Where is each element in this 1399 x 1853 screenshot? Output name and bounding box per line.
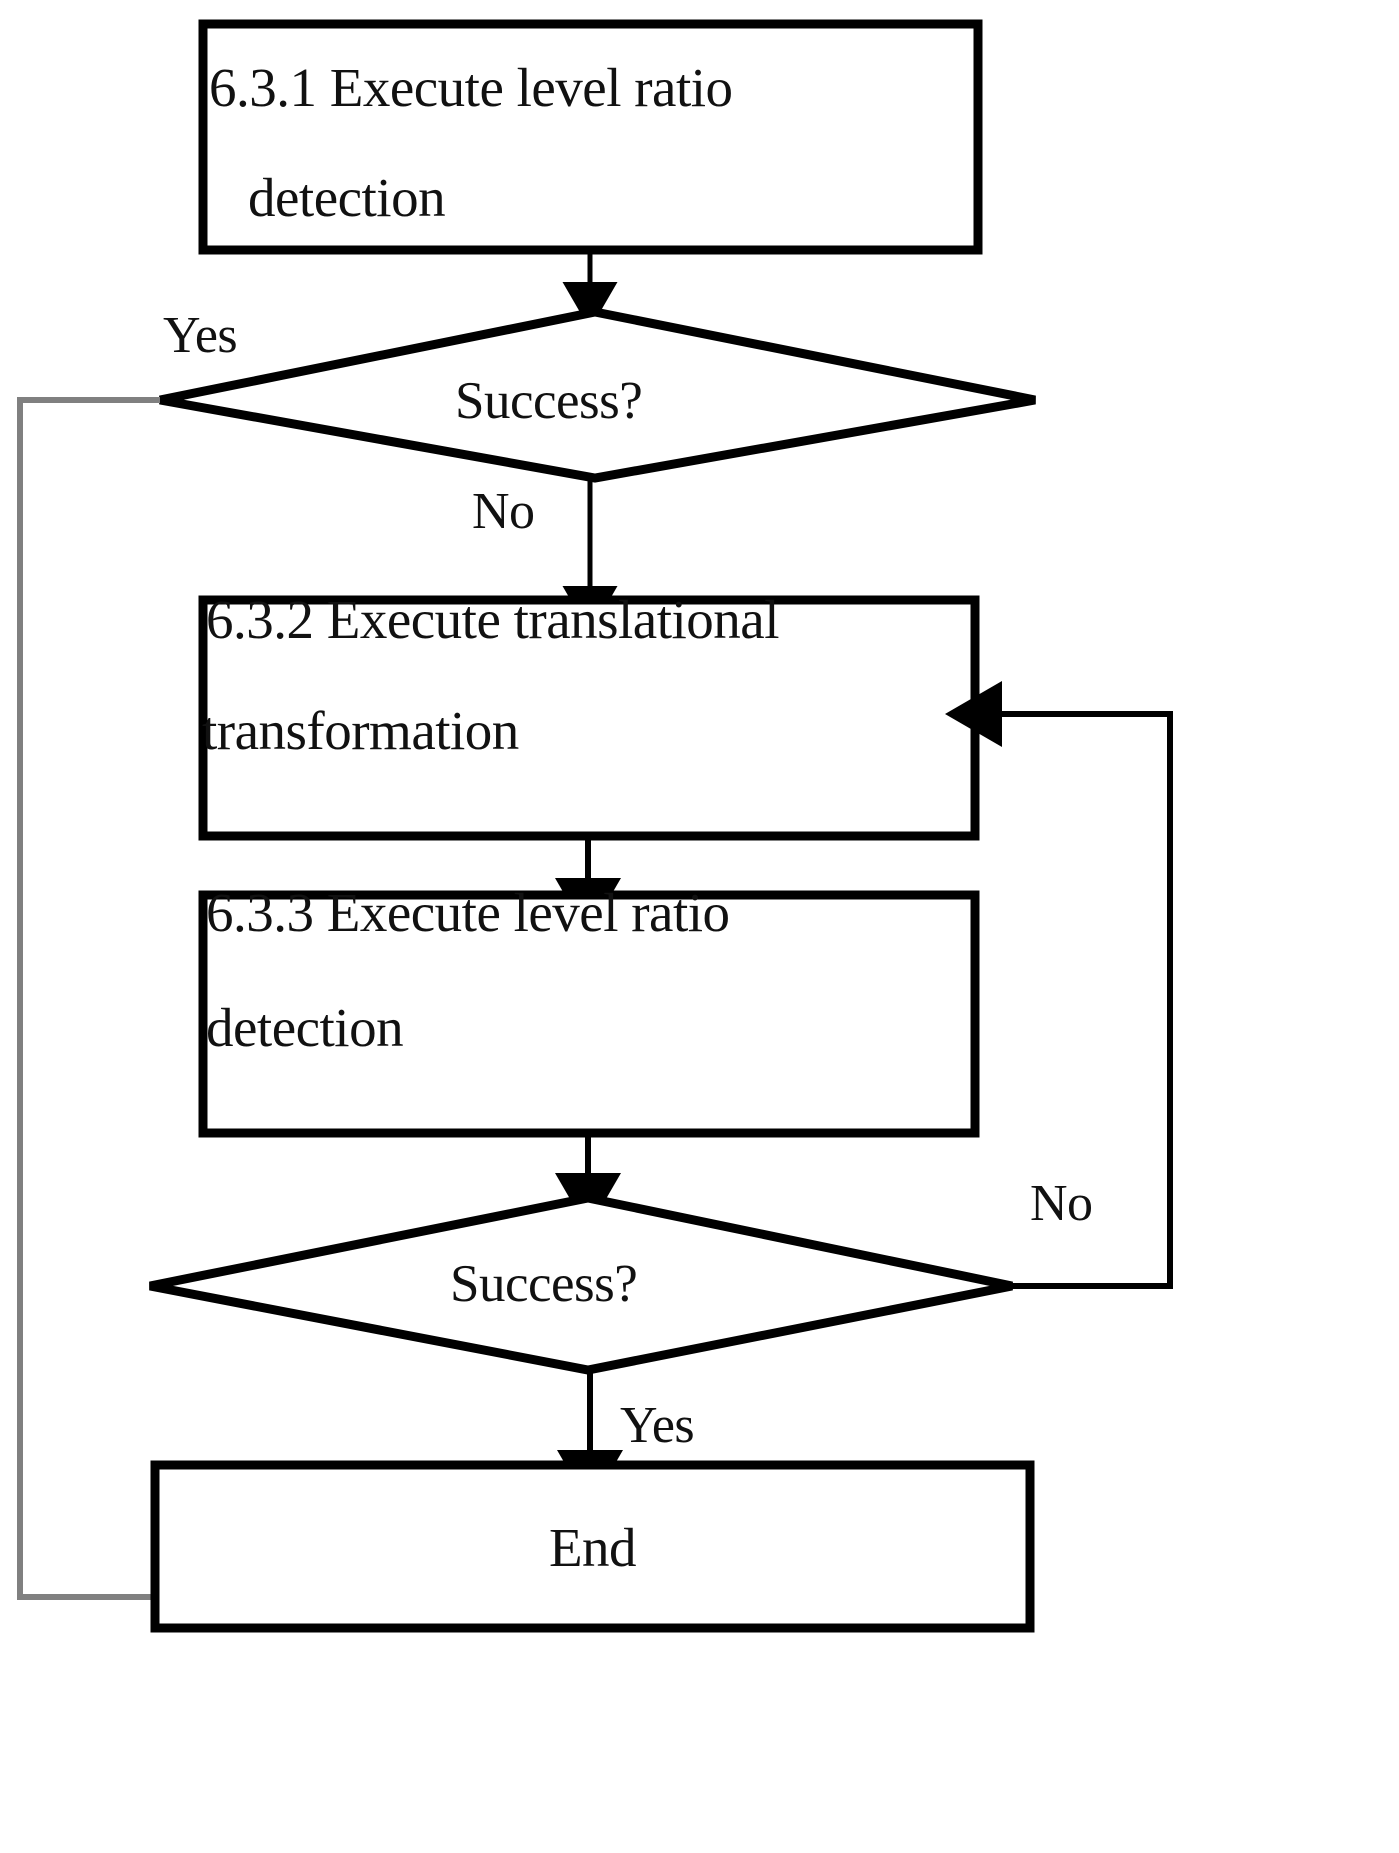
end-label: End — [548, 1517, 637, 1578]
step-633-line2: detection — [206, 997, 404, 1058]
edge-label-decision2-no: No — [1030, 1175, 1093, 1232]
decision-2-label: Success? — [450, 1255, 638, 1313]
decision-1-label: Success? — [455, 372, 643, 430]
step-632-line2: transformation — [202, 700, 519, 761]
edge-label-decision1-no: No — [472, 483, 535, 540]
step-631-line2: detection — [248, 167, 446, 228]
step-632-line1: 6.3.2 Execute translational — [206, 589, 779, 650]
step-631-line1: 6.3.1 Execute level ratio — [209, 57, 733, 118]
step-633-line1: 6.3.3 Execute level ratio — [206, 882, 730, 943]
edge-label-decision1-yes: Yes — [163, 307, 238, 364]
edge-label-decision2-yes: Yes — [620, 1397, 695, 1454]
